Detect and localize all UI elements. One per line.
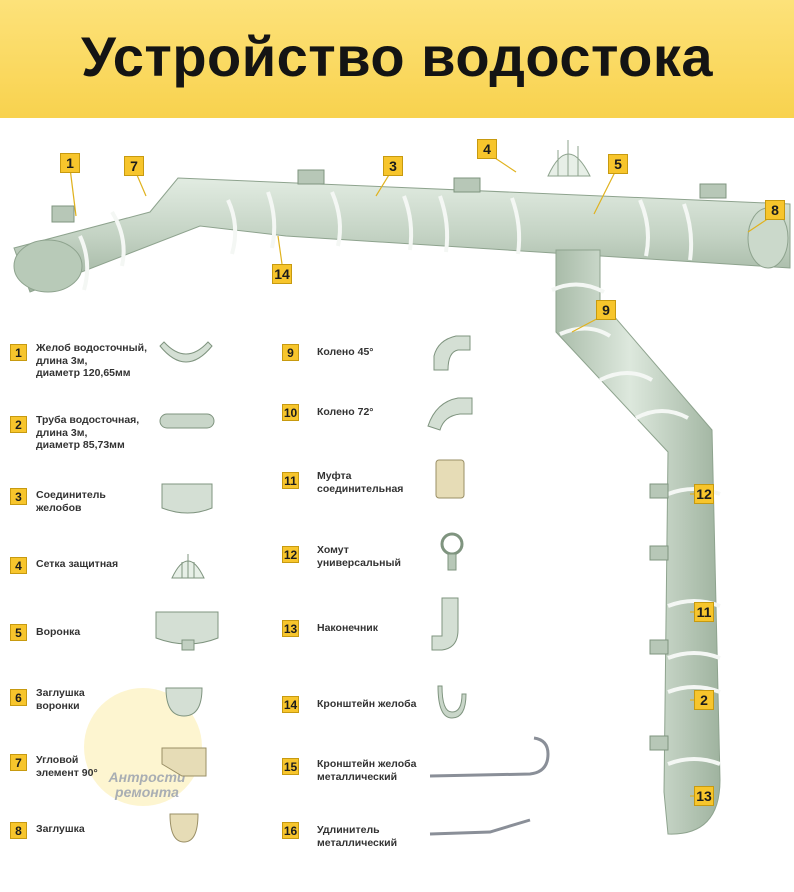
elbow-45-icon [433,335,471,371]
metal-bracket-icon [429,736,550,778]
diagram-badge-12: 12 [694,484,714,504]
diagram-badge-3: 3 [383,156,403,176]
legend-label-16: Удлинитель металлический [317,824,398,849]
funnel-cap-icon [165,687,203,717]
legend-badge-1: 1 [10,344,27,361]
diagram-badge-1: 1 [60,153,80,173]
end-cap-icon [169,813,199,843]
legend-label-1: Желоб водосточный, длина 3м, диаметр 120… [36,342,147,379]
gutter-icon [159,341,213,363]
mesh-guard-icon [171,554,205,579]
elbow-72-icon [427,397,473,431]
legend-badge-8: 8 [10,822,27,839]
diagram-badge-14: 14 [272,264,292,284]
coupling-icon [435,459,465,499]
pipe-icon [159,413,215,429]
legend-badge-14: 14 [282,696,299,713]
legend-badge-7: 7 [10,754,27,771]
connector-icon [161,483,213,514]
diagram-badge-4: 4 [477,139,497,159]
title-banner: Устройство водостока [0,0,794,118]
legend-label-6: Заглушка воронки [36,687,85,712]
clamp-icon [440,532,464,571]
corner-element-icon [161,747,207,777]
legend-label-10: Колено 72° [317,406,374,418]
legend-label-5: Воронка [36,626,81,638]
legend-label-12: Хомут универсальный [317,544,401,569]
legend-label-14: Кронштейн желоба [317,698,417,710]
legend-label-11: Муфта соединительная [317,470,404,495]
gutter-end-left [13,239,83,293]
legend-badge-16: 16 [282,822,299,839]
legend-badge-11: 11 [282,472,299,489]
diagram-badge-2: 2 [694,690,714,710]
diagram-badge-8: 8 [765,200,785,220]
mesh-guard [547,140,591,177]
diagram-badge-9: 9 [596,300,616,320]
legend-label-7: Угловой элемент 90° [36,754,98,779]
legend-badge-6: 6 [10,689,27,706]
legend-badge-3: 3 [10,488,27,505]
downpipe [555,249,721,835]
page-title: Устройство водостока [80,25,714,88]
legend-badge-15: 15 [282,758,299,775]
legend-badge-13: 13 [282,620,299,637]
gutter-bracket-icon [437,685,467,719]
legend-label-13: Наконечник [317,622,379,634]
diagram-badge-5: 5 [608,154,628,174]
legend-badge-2: 2 [10,416,27,433]
legend-badge-4: 4 [10,557,27,574]
outlet-icon [431,597,459,651]
diagram-badge-11: 11 [694,602,714,622]
legend-badge-9: 9 [282,344,299,361]
watermark-text: Антрости ремонта [108,769,186,800]
diagram-badge-13: 13 [694,786,714,806]
legend-badge-12: 12 [282,546,299,563]
diagram-badge-7: 7 [124,156,144,176]
legend-badge-10: 10 [282,404,299,421]
legend-label-9: Колено 45° [317,346,374,358]
legend-label-2: Труба водосточная, длина 3м, диаметр 85,… [36,414,140,451]
funnel-icon [155,611,219,651]
metal-extender-icon [429,818,531,836]
legend-label-4: Сетка защитная [36,558,119,570]
legend-badge-5: 5 [10,624,27,641]
legend-label-15: Кронштейн желоба металлический [317,758,417,783]
legend-label-3: Соединитель желобов [36,489,106,514]
legend-label-8: Заглушка [36,823,85,835]
gutter-main [13,177,791,293]
